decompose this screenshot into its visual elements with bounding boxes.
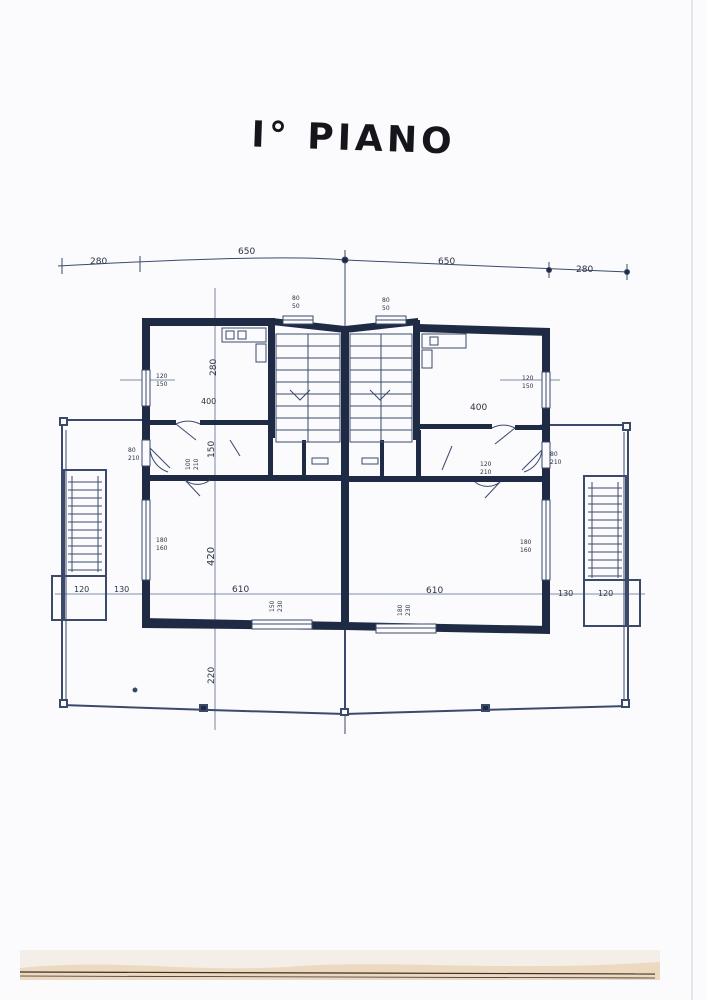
win-hall-right-den: 210 bbox=[480, 469, 492, 476]
right-external-stair bbox=[583, 475, 641, 627]
win-top-left-num: 80 bbox=[292, 295, 300, 302]
dim-main-height: 420 bbox=[206, 547, 217, 566]
bottom-paper-stain bbox=[19, 950, 660, 980]
win-main-left-num: 180 bbox=[156, 537, 168, 544]
dim-top-1: 280 bbox=[90, 257, 107, 267]
building-walls bbox=[142, 318, 550, 634]
windows bbox=[141, 315, 551, 634]
internal-stair-left bbox=[275, 333, 341, 465]
dim-upper-height: 280 bbox=[209, 359, 219, 376]
win-bottom-left-den: 230 bbox=[277, 600, 284, 612]
win-upper-left-den: 150 bbox=[156, 381, 168, 388]
kitchen-fixtures bbox=[221, 327, 467, 369]
dim-balcony-right-b: 120 bbox=[598, 589, 613, 598]
dim-balcony-left-a: 120 bbox=[74, 585, 89, 594]
dim-balcony-left-b: 130 bbox=[114, 585, 129, 594]
win-door-right-num: 80 bbox=[550, 451, 558, 458]
win-bottom-left-num: 150 bbox=[269, 600, 276, 612]
dim-top-2: 650 bbox=[238, 247, 255, 257]
win-top-left-den: 50 bbox=[292, 303, 300, 310]
dim-hall-width: 150 bbox=[207, 441, 217, 458]
win-hall-left-num: 100 bbox=[185, 458, 192, 470]
win-upper-left-num: 120 bbox=[156, 373, 168, 380]
win-main-right-num: 180 bbox=[520, 539, 532, 546]
win-bottom-right-num: 180 bbox=[397, 604, 404, 616]
dim-upper-depth-left: 400 bbox=[201, 397, 216, 406]
win-upper-right-den: 150 bbox=[522, 383, 534, 390]
win-door-right-den: 210 bbox=[550, 459, 562, 466]
win-hall-left-den: 210 bbox=[193, 458, 200, 470]
win-main-left-den: 160 bbox=[156, 545, 168, 552]
win-main-right-den: 160 bbox=[520, 547, 532, 554]
win-door-left-num: 80 bbox=[128, 447, 136, 454]
dim-main-width-right: 610 bbox=[426, 586, 443, 596]
window-labels: 80 50 80 50 120 150 120 150 180 160 180 … bbox=[128, 295, 562, 616]
win-top-right-num: 80 bbox=[382, 297, 390, 304]
dim-top-3: 650 bbox=[438, 257, 455, 267]
dim-upper-depth-right: 400 bbox=[470, 403, 487, 413]
dim-terrace-depth: 220 bbox=[207, 667, 217, 684]
win-door-left-den: 210 bbox=[128, 455, 140, 462]
dimension-labels: 280 400 400 150 420 610 610 120 130 130 … bbox=[74, 359, 613, 684]
internal-stair-right bbox=[349, 333, 413, 465]
win-hall-right-num: 120 bbox=[480, 461, 492, 468]
win-top-right-den: 50 bbox=[382, 305, 390, 312]
win-upper-right-num: 120 bbox=[522, 375, 534, 382]
paper-edge bbox=[691, 0, 693, 1000]
win-bottom-right-den: 230 bbox=[405, 604, 412, 616]
dim-balcony-right-a: 130 bbox=[558, 589, 573, 598]
dim-top-4: 280 bbox=[576, 265, 593, 275]
door-swings bbox=[149, 420, 543, 499]
terrace-outline bbox=[59, 417, 631, 716]
dim-main-width-left: 610 bbox=[232, 585, 249, 595]
left-external-stair bbox=[51, 469, 107, 621]
